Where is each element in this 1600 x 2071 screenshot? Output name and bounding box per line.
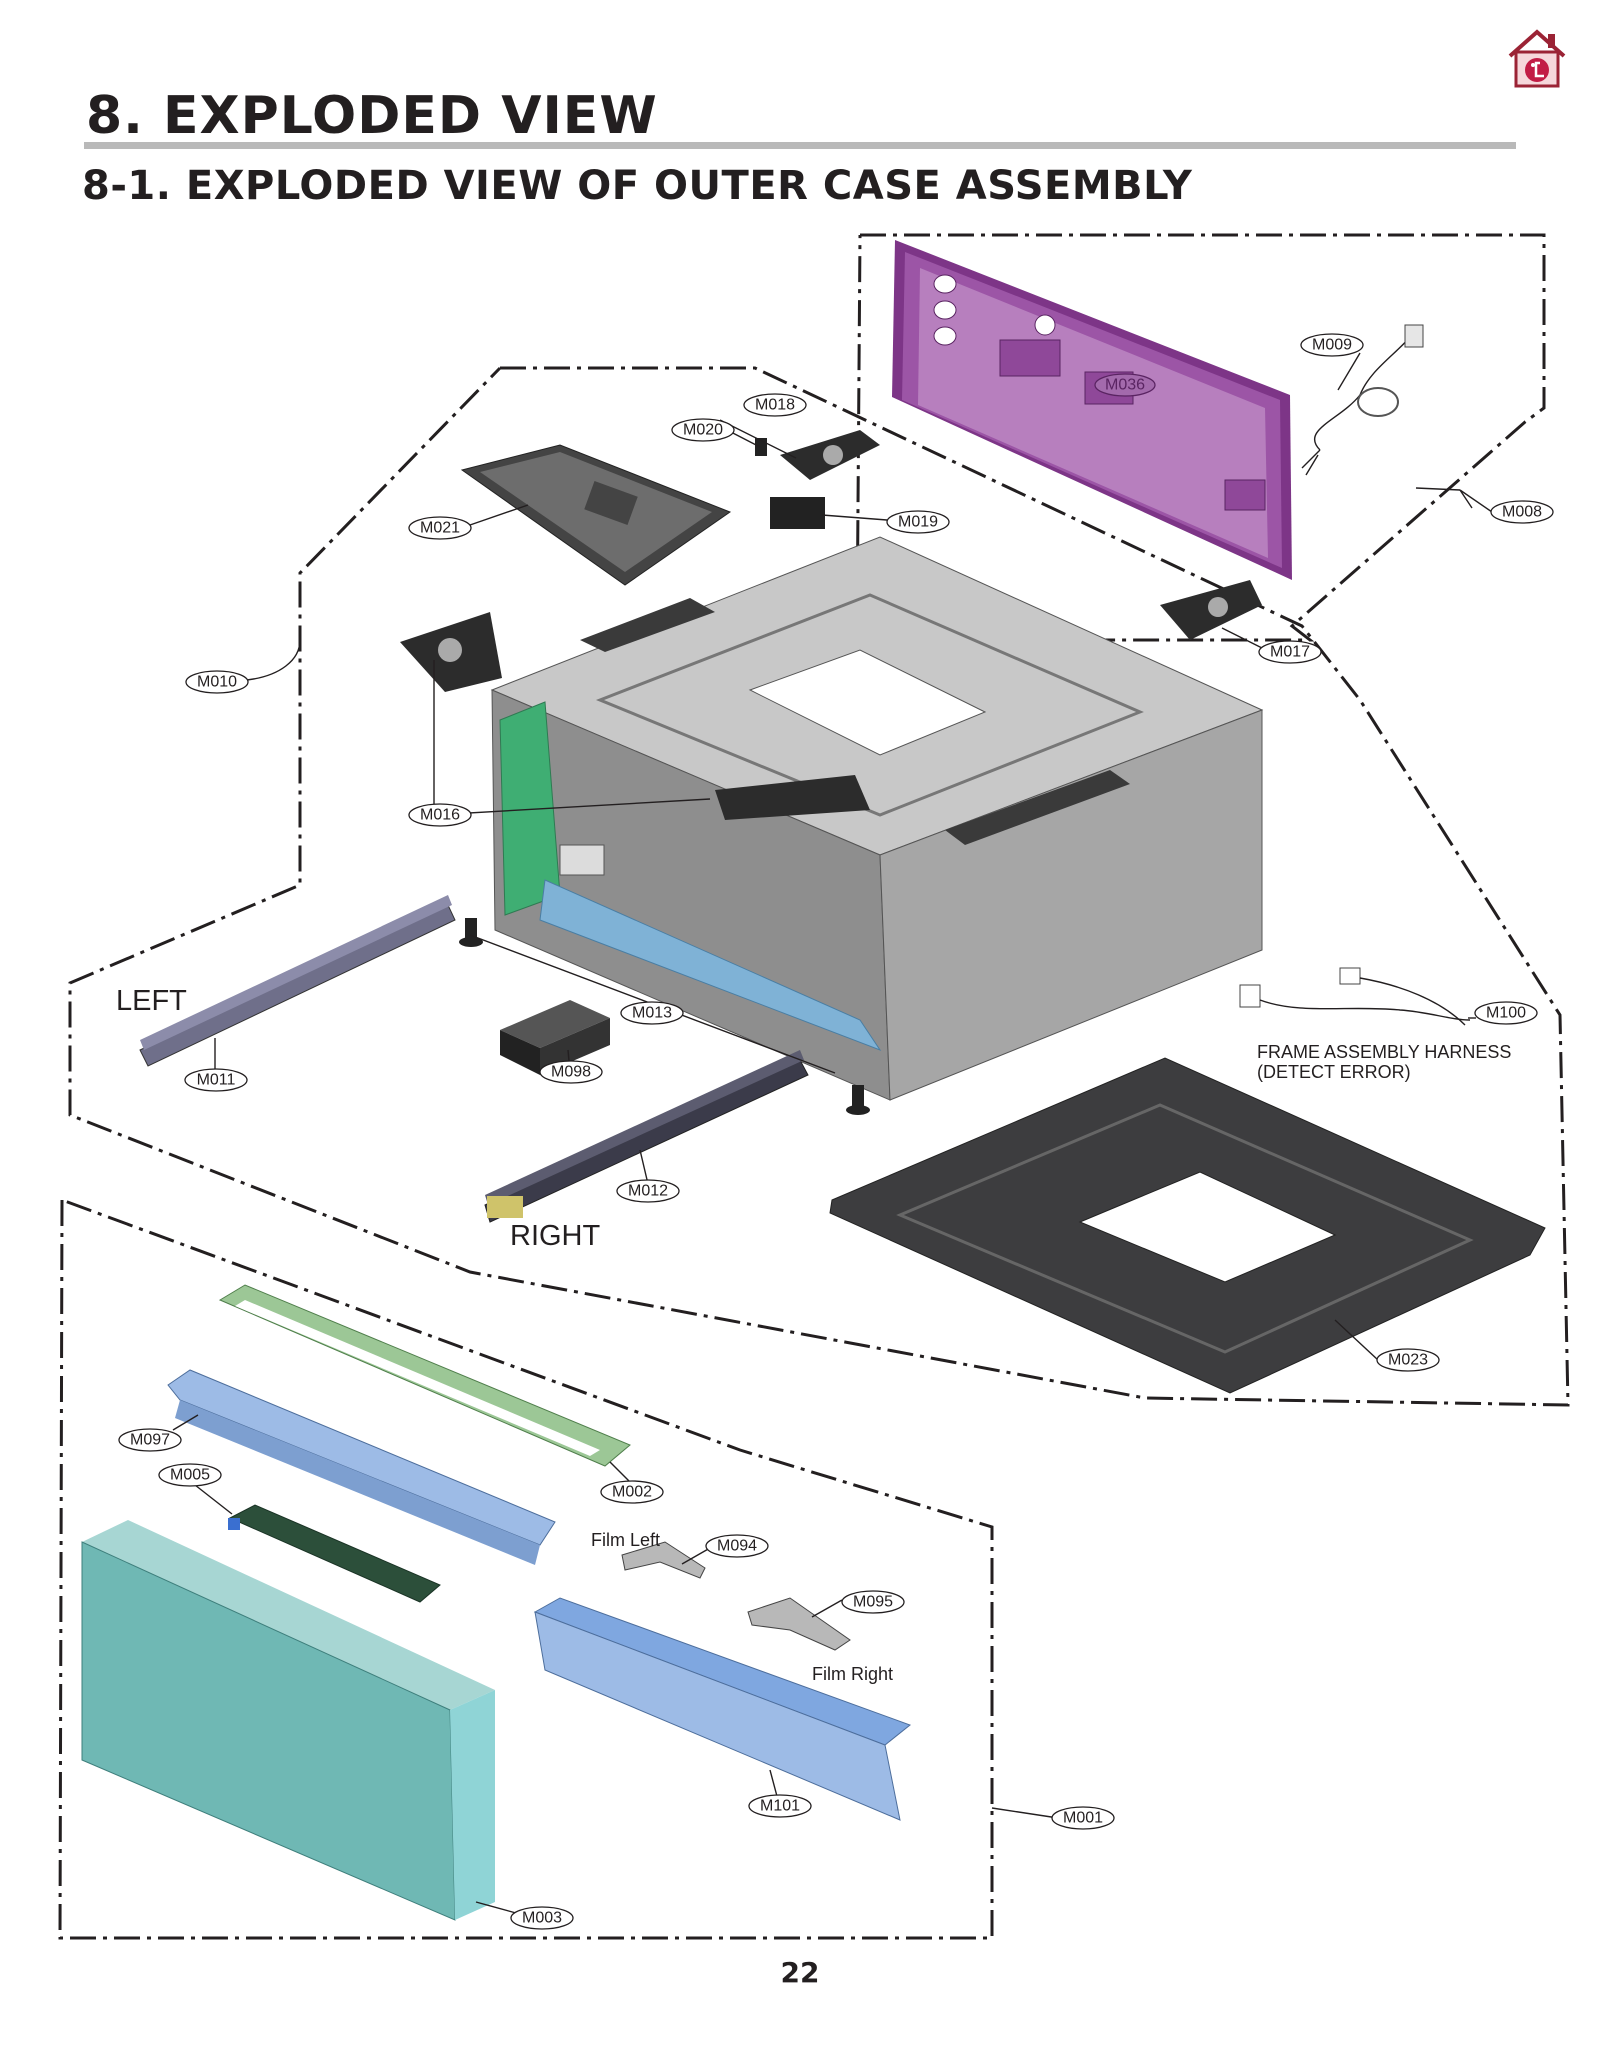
- callout-m023: M023: [1376, 1348, 1440, 1372]
- svg-text:M097: M097: [130, 1432, 170, 1449]
- svg-text:M003: M003: [522, 1910, 562, 1927]
- callout-m001: M001: [1051, 1806, 1115, 1830]
- outer-case-group-boundary: [68, 366, 1570, 1407]
- svg-text:M094: M094: [717, 1538, 757, 1555]
- svg-text:M095: M095: [853, 1594, 893, 1611]
- callout-m100: M100: [1474, 1001, 1538, 1025]
- svg-text:M098: M098: [551, 1064, 591, 1081]
- callout-m003: M003: [510, 1906, 574, 1930]
- callout-m012: M012: [616, 1179, 680, 1203]
- front-panel: [81, 1520, 495, 1921]
- svg-text:M005: M005: [170, 1467, 210, 1484]
- leveling-foot-left: [459, 918, 483, 947]
- trim-frame: [218, 1284, 631, 1467]
- svg-text:M101: M101: [760, 1798, 800, 1815]
- svg-text:M011: M011: [197, 1072, 236, 1089]
- svg-text:M016: M016: [420, 807, 460, 824]
- svg-text:M100: M100: [1486, 1005, 1526, 1022]
- callout-m098: M098: [539, 1060, 603, 1084]
- callout-m018: M018: [743, 393, 807, 417]
- film-right: [747, 1597, 851, 1651]
- callout-m097: M097: [118, 1428, 182, 1452]
- callout-m011: M011: [184, 1068, 248, 1092]
- callout-m009: M009: [1300, 333, 1364, 357]
- hinge-bracket-left: [400, 612, 502, 692]
- callout-m010: M010: [185, 670, 249, 694]
- callout-m019: M019: [886, 510, 950, 534]
- svg-text:M002: M002: [612, 1484, 652, 1501]
- base-plate: [829, 1057, 1546, 1394]
- inner-frame: [533, 1597, 912, 1821]
- hinge-bracket-right: [1160, 580, 1262, 640]
- svg-text:M036: M036: [1105, 377, 1145, 394]
- right-slide-rail: [484, 1050, 809, 1223]
- frame-harness: [1239, 967, 1471, 1026]
- svg-text:M020: M020: [683, 422, 723, 439]
- svg-text:M018: M018: [755, 397, 795, 414]
- top-plate: [460, 444, 732, 586]
- control-panel-frame: [167, 1369, 556, 1565]
- harness-note-line1: FRAME ASSEMBLY HARNESS: [1257, 1042, 1511, 1062]
- back-panel: [892, 240, 1292, 580]
- leveling-foot-right: [846, 1085, 870, 1115]
- callout-m094: M094: [705, 1534, 769, 1558]
- svg-text:M009: M009: [1312, 337, 1352, 354]
- callout-m008: M008: [1490, 500, 1554, 524]
- harness-note-line2: (DETECT ERROR): [1257, 1062, 1411, 1082]
- callout-m021: M021: [408, 516, 472, 540]
- control-pcb: [228, 1504, 441, 1603]
- callout-m013: M013: [620, 1001, 684, 1025]
- front-assembly-group-boundary: [58, 1198, 994, 1940]
- lg-house-logo-icon: [1508, 29, 1566, 88]
- callout-m020: M020: [671, 418, 735, 442]
- title-underline: [84, 142, 1516, 149]
- callout-m016: M016: [408, 803, 472, 827]
- film-left-label: Film Left: [591, 1530, 660, 1550]
- door-switch: [500, 1000, 610, 1075]
- page-title: 8. EXPLODED VIEW: [86, 86, 658, 146]
- left-side-label: LEFT: [116, 985, 187, 1017]
- film-left: [621, 1541, 706, 1579]
- callout-m005: M005: [158, 1463, 222, 1487]
- section-title: 8-1. EXPLODED VIEW OF OUTER CASE ASSEMBL…: [82, 163, 1193, 209]
- outer-case: [490, 536, 1264, 1101]
- callout-m036: M036: [1094, 373, 1156, 397]
- svg-text:M021: M021: [420, 520, 460, 537]
- callout-m101: M101: [748, 1794, 812, 1818]
- svg-text:M019: M019: [898, 514, 938, 531]
- left-slide-rail: [139, 895, 456, 1067]
- callout-m017: M017: [1258, 640, 1322, 664]
- right-side-label: RIGHT: [510, 1220, 601, 1252]
- svg-text:M001: M001: [1063, 1810, 1103, 1827]
- film-right-label: Film Right: [812, 1664, 893, 1684]
- callout-m002: M002: [600, 1480, 664, 1504]
- fan-bracket: [770, 497, 825, 529]
- power-cord: [1301, 324, 1424, 476]
- upper-bracket: [780, 430, 880, 480]
- svg-text:M010: M010: [197, 674, 237, 691]
- callout-m095: M095: [841, 1590, 905, 1614]
- svg-text:M012: M012: [628, 1183, 668, 1200]
- svg-text:M023: M023: [1388, 1352, 1428, 1369]
- svg-text:M013: M013: [632, 1005, 672, 1022]
- svg-text:M017: M017: [1270, 644, 1310, 661]
- page-number: 22: [780, 1956, 820, 1989]
- svg-text:M008: M008: [1502, 504, 1542, 521]
